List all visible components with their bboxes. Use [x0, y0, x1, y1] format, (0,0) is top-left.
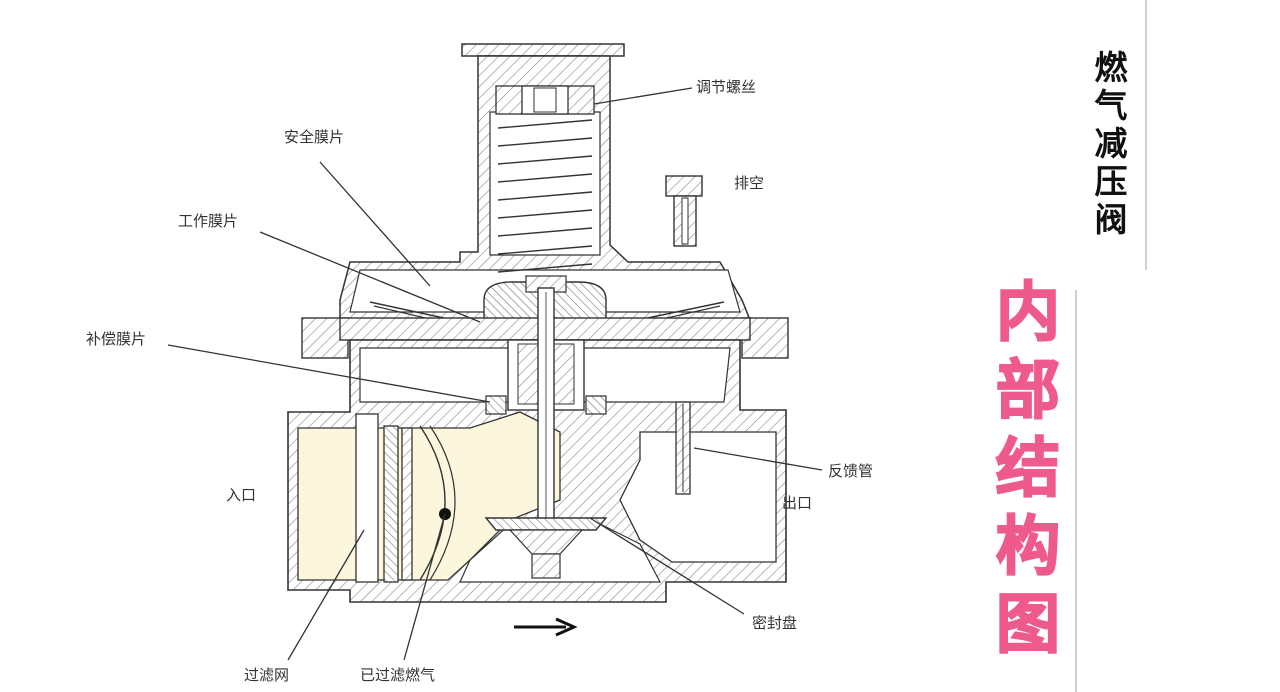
label-compensation-diaphragm: 补偿膜片: [86, 330, 147, 348]
label-filter-screen: 过滤网: [244, 666, 290, 684]
label-vent: 排空: [734, 174, 765, 192]
label-adjust-screw: 调节螺丝: [696, 78, 757, 96]
label-filtered-gas: 已过滤燃气: [360, 666, 436, 684]
feedback-tube: [675, 401, 691, 495]
page-subtitle: 内部结构图: [984, 277, 1060, 669]
label-safety-diaphragm: 安全膜片: [284, 128, 345, 146]
leader-lines: [167, 87, 823, 661]
label-seal-disc: 密封盘: [752, 614, 798, 632]
vent-fitting: [665, 175, 703, 247]
label-working-diaphragm: 工作膜片: [178, 212, 239, 230]
spring: [497, 119, 593, 273]
seal-disc: [484, 517, 608, 579]
label-outlet: 出口: [782, 494, 813, 512]
filter-screen: [355, 413, 456, 583]
label-inlet: 入口: [226, 486, 257, 504]
adjusting-screw: [495, 85, 595, 115]
label-feedback-tube: 反馈管: [828, 462, 874, 480]
page-title: 燃气减压阀: [1089, 50, 1128, 240]
flow-arrow: [514, 617, 578, 637]
